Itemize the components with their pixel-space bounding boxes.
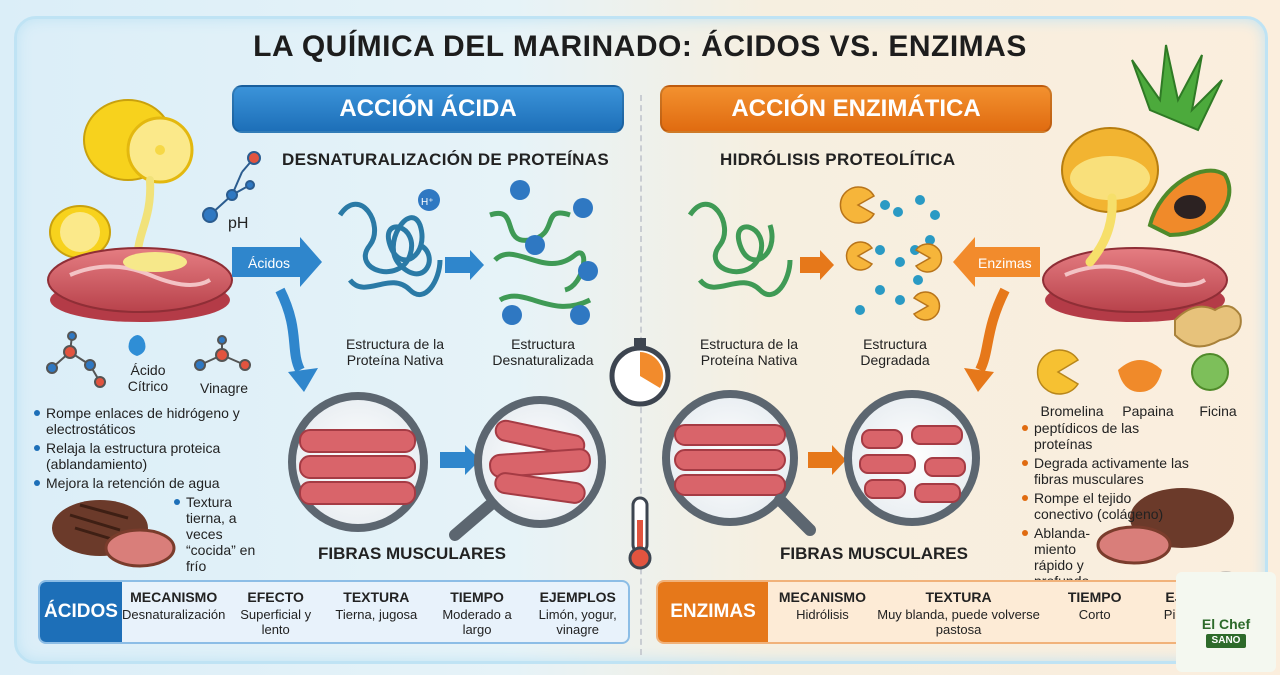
pineapple-icon — [1061, 44, 1223, 213]
enzyme-arrow-icon — [953, 237, 1040, 287]
enzyme-bullet-list: peptídicos de las proteínas Degrada acti… — [1022, 420, 1192, 592]
magnifier-fibers-enzyme-icon — [662, 390, 980, 536]
enzyme-arrow-label: Enzimas — [978, 255, 1032, 271]
drop-icon — [128, 335, 146, 356]
denatured-protein-icon — [489, 210, 592, 309]
list-item: Rompe el tejido conectivo (colágeno) — [1022, 490, 1192, 522]
enzyme-fibers-label: FIBRAS MUSCULARES — [780, 544, 968, 563]
pacman-enzyme-icons — [839, 186, 943, 321]
ph-label: pH — [228, 215, 249, 232]
native-protein-coil-enzyme-icon — [687, 201, 793, 298]
acid-step-arrow-icon — [445, 250, 484, 280]
acid-agent-citric: Ácido Cítrico — [127, 362, 169, 394]
list-item: Mejora la retención de agua — [34, 475, 269, 491]
grilled-steak-icon — [52, 500, 176, 568]
logo-badge: SANO — [1206, 634, 1246, 648]
native-protein-coil-icon — [337, 201, 443, 298]
acid-arrow-label: Ácidos — [248, 255, 291, 271]
logo-text: El Chef — [1201, 616, 1251, 632]
brand-logo: El Chef SANO — [1176, 572, 1276, 672]
magnifier-fibers-acid-icon — [288, 392, 606, 541]
enzyme-subtitle: HIDRÓLISIS PROTEOLÍTICA — [720, 150, 956, 169]
ph-molecule-icon — [202, 151, 261, 223]
list-item: Rompe enlaces de hidrógeno y electrostát… — [34, 405, 269, 437]
list-item: Textura tierna, a veces “cocida” en frío — [174, 494, 256, 574]
papaya-icon — [1147, 168, 1232, 238]
citric-molecule-icon — [46, 331, 106, 388]
sliced-steak-icon — [1096, 488, 1234, 565]
acid-native-label: Estructura de la Proteína Nativa — [345, 336, 445, 368]
ginger-icon — [1174, 305, 1242, 348]
degraded-peptides-icon — [855, 195, 940, 315]
enzyme-banner: ACCIÓN ENZIMÁTICA — [660, 85, 1052, 133]
acid-curve-arrow-icon — [275, 287, 305, 373]
h-ion-label: H⁺ — [421, 197, 434, 208]
enzyme-agent-icons — [1036, 349, 1229, 395]
acid-arrow-icon — [232, 237, 322, 287]
page-title: LA QUÍMICA DEL MARINADO: ÁCIDOS VS. ENZI… — [253, 30, 1027, 63]
vinegar-molecule-icon — [194, 335, 251, 371]
enzyme-agent-ficina: Ficina — [1199, 403, 1237, 419]
list-item: peptídicos de las proteínas — [1022, 420, 1192, 452]
acid-banner: ACCIÓN ÁCIDA — [232, 85, 624, 133]
acid-denatured-label: Estructura Desnaturalizada — [492, 336, 594, 368]
enzyme-step-arrow-icon — [800, 250, 834, 280]
steak-enzyme-icon — [1042, 193, 1228, 322]
stopwatch-icon — [609, 338, 671, 407]
acid-subtitle: DESNATURALIZACIÓN DE PROTEÍNAS — [282, 150, 609, 169]
list-item: Relaja la estructura proteica (ablandami… — [34, 440, 269, 472]
acid-bullet-list: Rompe enlaces de hidrógeno y electrostát… — [34, 405, 269, 494]
acid-fibers-label: FIBRAS MUSCULARES — [318, 544, 506, 563]
enzyme-native-label: Estructura de la Proteína Nativa — [699, 336, 799, 368]
enzyme-degraded-label: Estructura Degradada — [860, 336, 930, 368]
outer-frame — [14, 16, 1268, 664]
enzyme-agent-bromelina: Bromelina — [1040, 403, 1104, 419]
enzyme-curve-arrow-icon — [975, 287, 1010, 373]
acid-table-label: ÁCIDOS — [40, 582, 122, 642]
lemon-icon — [49, 99, 194, 259]
acid-texture-note: Textura tierna, a veces “cocida” en frío — [174, 494, 256, 577]
h-ion-icons — [418, 180, 598, 325]
acid-agent-vinegar: Vinagre — [199, 380, 248, 396]
enzyme-table-label: ENZIMAS — [658, 582, 768, 642]
enzyme-agent-papaina: Papaina — [1122, 403, 1174, 419]
steak-icon — [47, 247, 233, 322]
thermometer-icon — [628, 496, 652, 570]
list-item: Degrada activamente las fibras musculare… — [1022, 455, 1192, 487]
